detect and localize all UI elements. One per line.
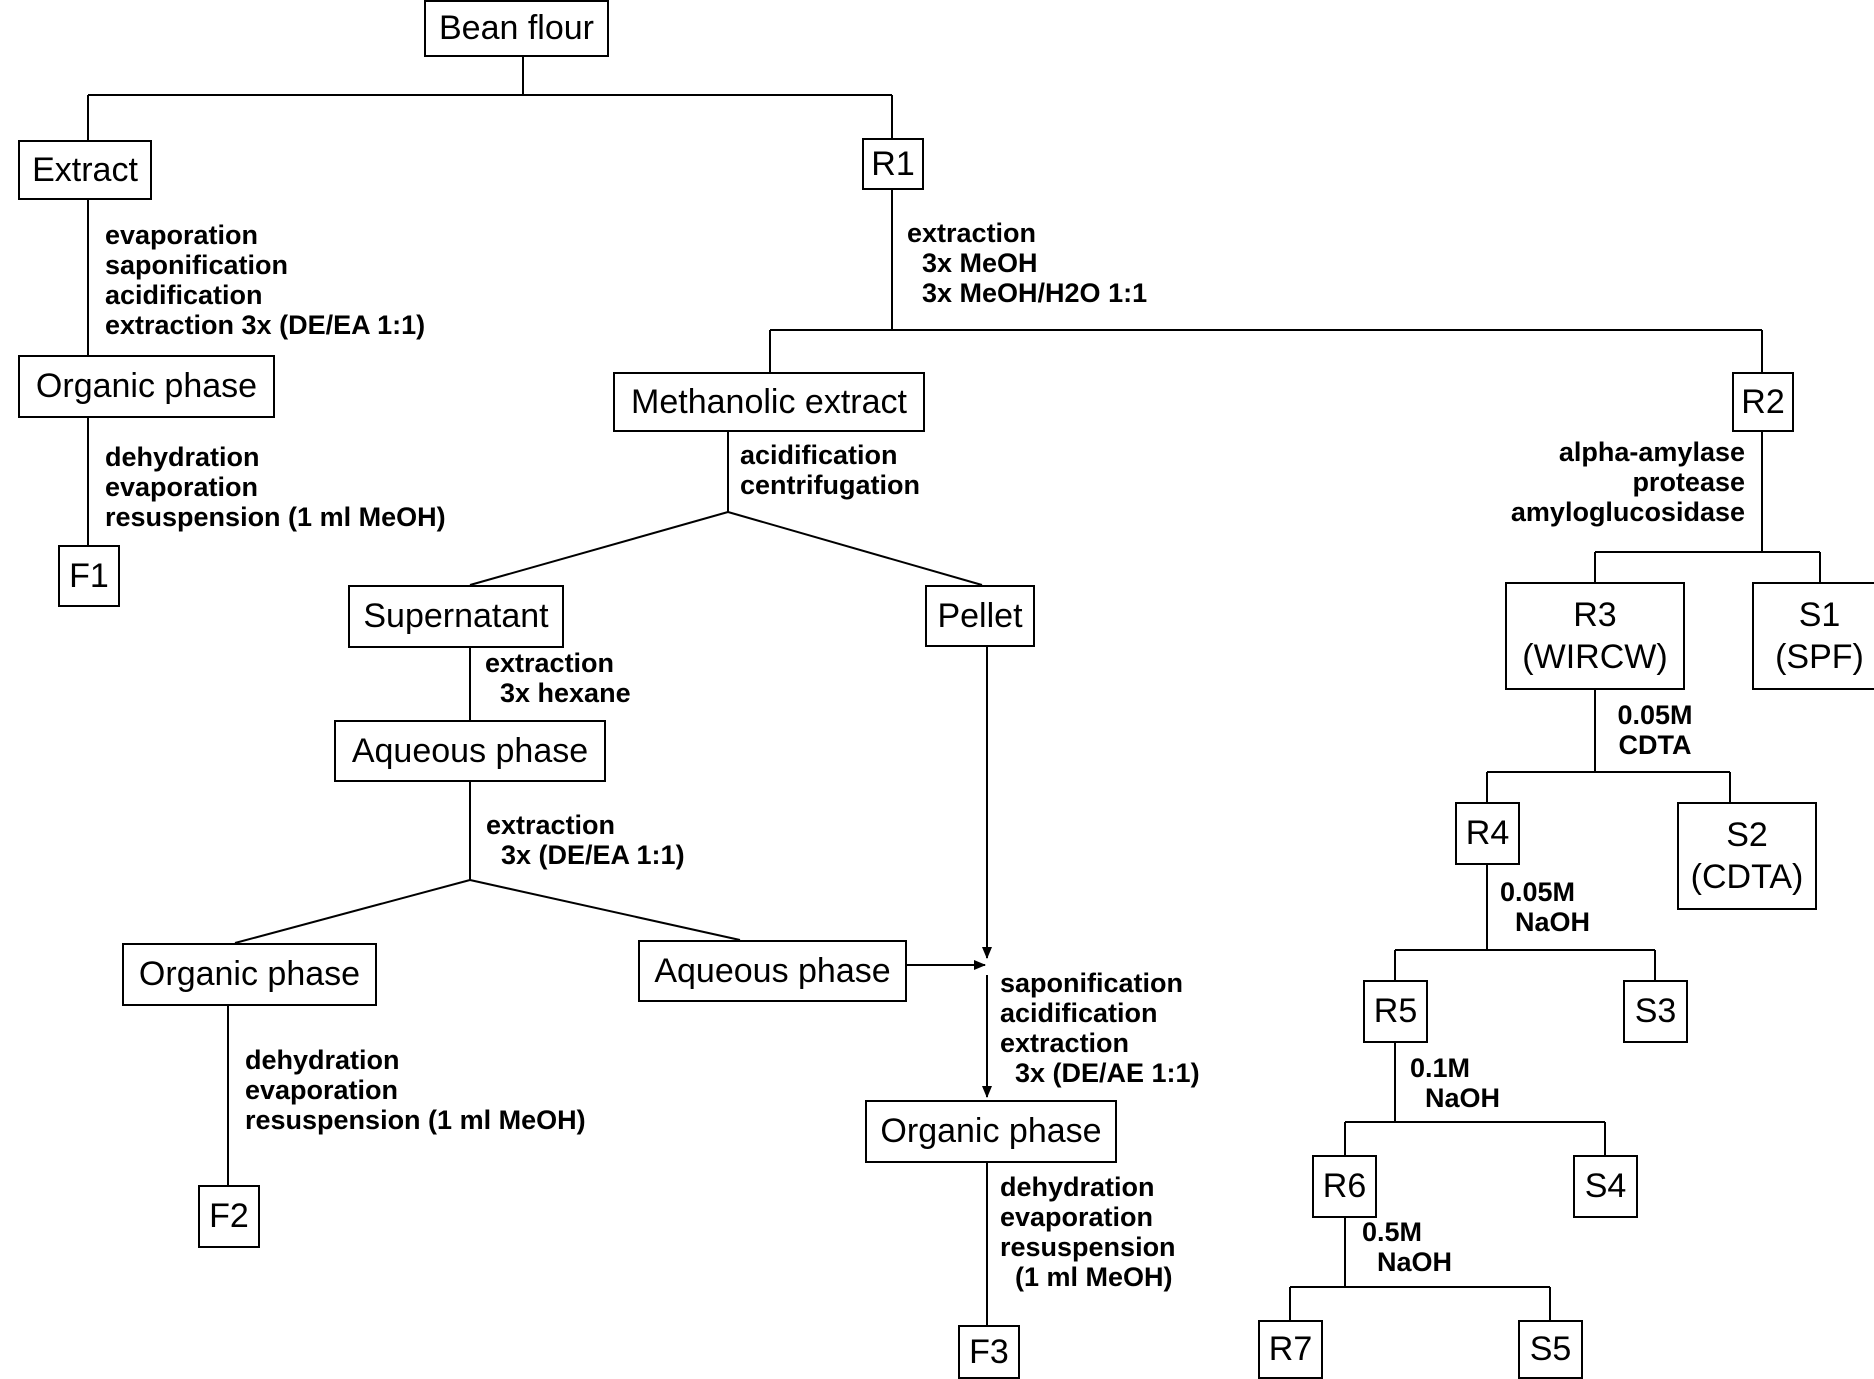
methanolic-steps-label: acidification centrifugation xyxy=(740,440,920,500)
methanolic-extract-node: Methanolic extract xyxy=(613,372,925,432)
organic-phase-node-2: Organic phase xyxy=(122,943,377,1006)
r2-node: R2 xyxy=(1732,372,1794,432)
extract-steps-label: evaporation saponification acidification… xyxy=(105,220,426,340)
organic-steps-label-3: dehydration evaporation resuspension (1 … xyxy=(1000,1172,1176,1292)
r2-steps-label: alpha-amylase protease amyloglucosidase xyxy=(1510,437,1745,527)
organic-phase-node-1: Organic phase xyxy=(18,355,275,418)
r4-steps-label: 0.05M NaOH xyxy=(1500,877,1591,937)
s4-node: S4 xyxy=(1573,1155,1638,1218)
pellet-node: Pellet xyxy=(925,585,1035,647)
r5-node: R5 xyxy=(1363,980,1428,1043)
r4-node: R4 xyxy=(1455,802,1520,865)
aqueous-steps-label: extraction 3x (DE/EA 1:1) xyxy=(486,810,685,870)
r3-steps-label: 0.05M CDTA xyxy=(1617,700,1693,760)
r1-steps-label: extraction 3x MeOH 3x MeOH/H2O 1:1 xyxy=(907,218,1148,308)
bean-flour-node: Bean flour xyxy=(424,0,609,57)
s3-node: S3 xyxy=(1623,980,1688,1043)
organic-steps-label-2: dehydration evaporation resuspension (1 … xyxy=(245,1045,586,1135)
f1-node: F1 xyxy=(58,545,120,607)
r6-node: R6 xyxy=(1312,1155,1377,1218)
r3-node: R3 (WIRCW) xyxy=(1505,582,1685,690)
r1-node: R1 xyxy=(862,138,924,190)
aqueous-phase-node-2: Aqueous phase xyxy=(638,940,907,1002)
organic-phase-node-3: Organic phase xyxy=(865,1100,1117,1163)
supernatant-node: Supernatant xyxy=(348,585,564,648)
s1-node: S1 (SPF) xyxy=(1752,582,1874,690)
f2-node: F2 xyxy=(198,1185,260,1248)
extract-node: Extract xyxy=(18,140,152,200)
s2-node: S2 (CDTA) xyxy=(1677,802,1817,910)
s5-node: S5 xyxy=(1518,1320,1583,1379)
f3-node: F3 xyxy=(958,1325,1020,1379)
r7-node: R7 xyxy=(1258,1320,1323,1379)
pellet-steps-label: saponification acidification extraction … xyxy=(1000,968,1200,1088)
r5-steps-label: 0.1M NaOH xyxy=(1410,1053,1501,1113)
organic-steps-label-1: dehydration evaporation resuspension (1 … xyxy=(105,442,446,532)
supernatant-steps-label: extraction 3x hexane xyxy=(485,648,631,708)
r6-steps-label: 0.5M NaOH xyxy=(1362,1217,1453,1277)
aqueous-phase-node-1: Aqueous phase xyxy=(334,720,606,782)
